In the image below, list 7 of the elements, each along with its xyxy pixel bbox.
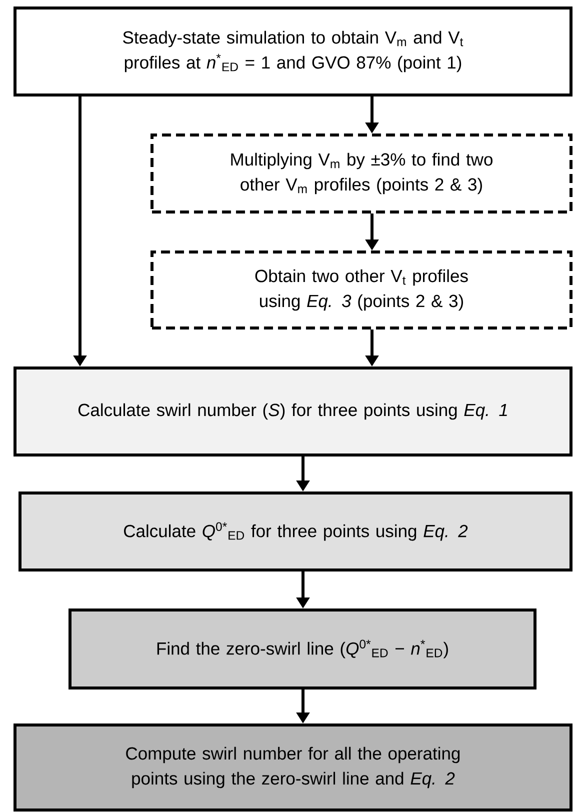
optional-step-box: Multiplying V$_{m}$ by ±3% to find two other V$_{m}$ profiles (points 2 & 3): [150, 134, 572, 214]
process-box: Find the zero-swirl line (Q$^{0*}$$_{ED}$ − n$^{*}$$_{ED}$): [68, 608, 536, 690]
process-box: Compute swirl number for all the operating points using the zero-swirl line and Eq. 2: [14, 724, 572, 812]
process-box: Calculate Q$^{0*}$$_{ED}$ for three points using Eq. 2: [18, 492, 572, 572]
process-box: Steady-state simulation to obtain V$_{m}$ and V$_{t}$ profiles at n$^{*}$$_{ED}$ = 1 and GVO 87% (point 1): [14, 6, 572, 96]
optional-step-box: Obtain two other V$_{t}$ profiles using Eq. 3 (points 2 & 3): [150, 250, 572, 330]
process-box: Calculate swirl number (S) for three points using Eq. 1: [14, 366, 572, 456]
